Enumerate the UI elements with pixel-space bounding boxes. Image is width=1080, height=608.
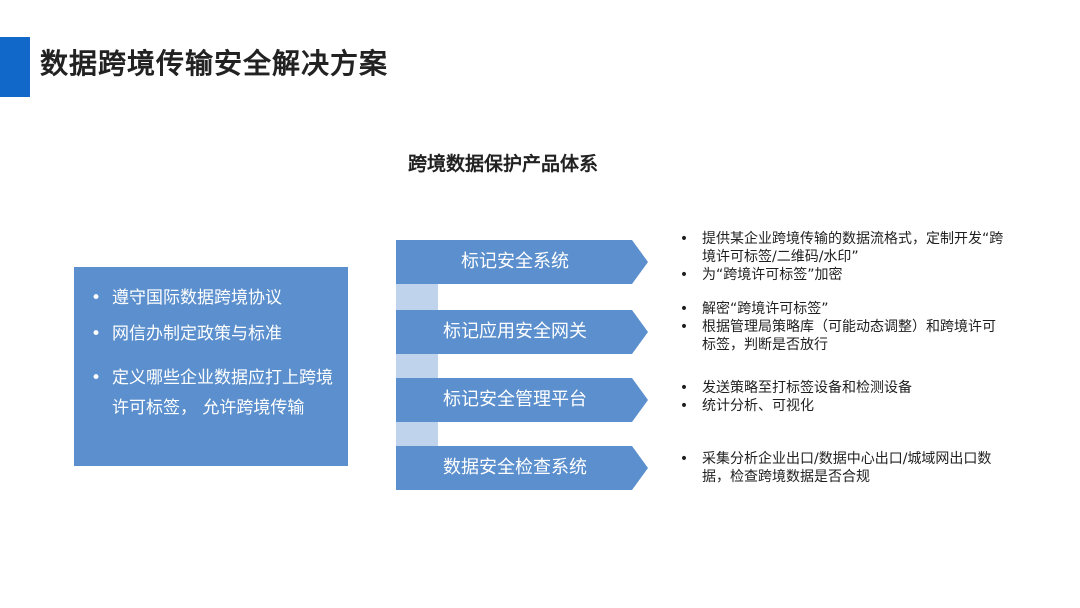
bullet-icon: • xyxy=(90,288,102,308)
system-label: 标记应用安全网关 xyxy=(443,321,587,342)
bullet-icon: • xyxy=(679,451,689,467)
bullet-icon: • xyxy=(679,398,689,414)
description-text: 解密“跨境许可标签” xyxy=(702,301,829,317)
bullet-icon: • xyxy=(679,319,689,335)
system-box-inspection-system: 数据安全检查系统 xyxy=(396,446,648,490)
description-item: • 发送策略至打标签设备和检测设备 xyxy=(676,379,1006,397)
connector-bar xyxy=(396,284,438,310)
description-item: • 采集分析企业出口/数据中心出口/城域网出口数据，检查跨境数据是否合规 xyxy=(676,450,1006,486)
policy-item-text: 遵守国际数据跨境协议 xyxy=(112,288,282,308)
system-box-management-platform: 标记安全管理平台 xyxy=(396,378,648,422)
section-subtitle: 跨境数据保护产品体系 xyxy=(408,153,599,175)
description-list: • 发送策略至打标签设备和检测设备 • 统计分析、可视化 xyxy=(676,379,1006,415)
arrow-shape-icon xyxy=(396,310,648,354)
connector-bar xyxy=(396,354,438,378)
bullet-icon: • xyxy=(90,324,102,344)
arrow-shape-icon xyxy=(396,240,648,284)
description-list: • 提供某企业跨境传输的数据流格式，定制开发“跨境许可标签/二维码/水印” • … xyxy=(676,230,1006,284)
policy-item: • 定义哪些企业数据应打上跨境许可标签， 允许跨境传输 xyxy=(88,363,338,423)
title-accent-bar xyxy=(0,37,30,97)
arrow-shape-icon xyxy=(396,378,648,422)
description-text: 根据管理局策略库（可能动态调整）和跨境许可标签，判断是否放行 xyxy=(702,319,996,353)
page-title: 数据跨境传输安全解决方案 xyxy=(40,47,389,80)
system-label: 数据安全检查系统 xyxy=(443,457,587,478)
description-text: 统计分析、可视化 xyxy=(702,398,814,414)
bullet-icon: • xyxy=(679,380,689,396)
description-item: • 根据管理局策略库（可能动态调整）和跨境许可标签，判断是否放行 xyxy=(676,318,1006,354)
bullet-icon: • xyxy=(90,368,102,388)
system-label: 标记安全管理平台 xyxy=(443,389,587,410)
connector-bar xyxy=(396,422,438,446)
description-text: 采集分析企业出口/数据中心出口/城域网出口数据，检查跨境数据是否合规 xyxy=(702,451,992,485)
arrow-shape-icon xyxy=(396,446,648,490)
description-text: 发送策略至打标签设备和检测设备 xyxy=(702,380,912,396)
bullet-icon: • xyxy=(679,231,689,247)
system-box-marking-security: 标记安全系统 xyxy=(396,240,648,284)
description-item: • 解密“跨境许可标签” xyxy=(676,300,1006,318)
bullet-icon: • xyxy=(679,267,689,283)
description-text: 为“跨境许可标签”加密 xyxy=(702,267,843,283)
system-box-app-gateway: 标记应用安全网关 xyxy=(396,310,648,354)
policy-panel: • 遵守国际数据跨境协议 • 网信办制定政策与标准 • 定义哪些企业数据应打上跨… xyxy=(74,267,348,466)
description-item: • 为“跨境许可标签”加密 xyxy=(676,266,1006,284)
description-list: • 采集分析企业出口/数据中心出口/城域网出口数据，检查跨境数据是否合规 xyxy=(676,450,1006,486)
policy-item: • 网信办制定政策与标准 xyxy=(88,319,338,349)
policy-item-text: 定义哪些企业数据应打上跨境许可标签， 允许跨境传输 xyxy=(112,368,333,418)
bullet-icon: • xyxy=(679,301,689,317)
system-label: 标记安全系统 xyxy=(461,251,569,272)
description-item: • 提供某企业跨境传输的数据流格式，定制开发“跨境许可标签/二维码/水印” xyxy=(676,230,1006,266)
policy-item-text: 网信办制定政策与标准 xyxy=(112,324,282,344)
description-list: • 解密“跨境许可标签” • 根据管理局策略库（可能动态调整）和跨境许可标签，判… xyxy=(676,300,1006,354)
description-text: 提供某企业跨境传输的数据流格式，定制开发“跨境许可标签/二维码/水印” xyxy=(702,231,1004,265)
description-item: • 统计分析、可视化 xyxy=(676,397,1006,415)
policy-item: • 遵守国际数据跨境协议 xyxy=(88,283,338,313)
